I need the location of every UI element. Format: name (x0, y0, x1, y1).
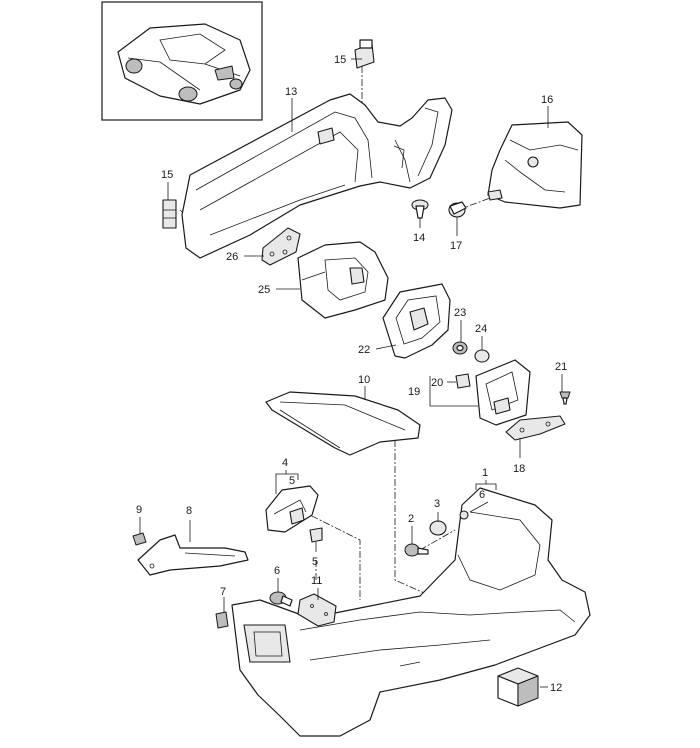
part-18-trim-strip (505, 415, 566, 441)
callout-15-upper: 15 (334, 54, 346, 66)
callout-21: 21 (555, 361, 567, 373)
vehicle-thumbnail (101, 1, 263, 121)
part-14-push-rivet (411, 199, 429, 219)
part-22-frame (382, 283, 451, 359)
part-8-bracket (137, 534, 249, 576)
callout-18: 18 (513, 463, 525, 475)
part-10-floor-panel (265, 391, 421, 456)
callout-1: 1 (482, 467, 488, 479)
part-6-screw (269, 591, 293, 607)
callout-5-lower: 5 (312, 556, 318, 568)
callout-labels: 15 13 16 15 14 17 26 25 23 24 22 21 10 2… (136, 54, 567, 694)
part-16-rear-trim (487, 121, 583, 209)
callout-2: 2 (408, 513, 414, 525)
callout-17: 17 (450, 240, 462, 252)
part-19-housing (475, 359, 531, 426)
callout-3: 3 (434, 498, 440, 510)
callout-8: 8 (186, 505, 192, 517)
part-7-clip (215, 611, 229, 629)
callout-9: 9 (136, 504, 142, 516)
callout-25: 25 (258, 284, 270, 296)
part-23-grommet (452, 341, 468, 355)
callout-10: 10 (358, 374, 370, 386)
part-25-mounting-block (297, 241, 389, 319)
part-11-plate (297, 593, 337, 627)
callout-12: 12 (550, 682, 562, 694)
convertible-car-icon (117, 23, 251, 105)
part-20-clip (455, 373, 471, 389)
part-24-cap (474, 349, 490, 363)
part-12-block (497, 667, 539, 707)
callout-20: 20 (431, 377, 443, 389)
part-1-main-trunk-liner (231, 487, 591, 737)
callout-23: 23 (454, 307, 466, 319)
callout-6-lower: 6 (274, 565, 280, 577)
callout-14: 14 (413, 232, 425, 244)
callout-19: 19 (408, 386, 420, 398)
callout-5-upper: 5 (289, 475, 295, 487)
part-2-screw (404, 543, 429, 557)
leader-lines (139, 58, 563, 688)
part-21-screw (559, 391, 571, 405)
callout-6-upper: 6 (479, 489, 485, 501)
part-5-clip (309, 527, 323, 543)
callout-24: 24 (475, 323, 487, 335)
part-15-upper-clip (354, 39, 375, 69)
part-4-bracket (265, 485, 319, 533)
callout-15-left: 15 (161, 169, 173, 181)
part-26-bracket-plate (261, 227, 301, 266)
callout-4: 4 (282, 457, 288, 469)
callout-26: 26 (226, 251, 238, 263)
part-17-screw (448, 201, 467, 218)
part-15-left-clip (162, 199, 177, 229)
callout-22: 22 (358, 344, 370, 356)
callout-16: 16 (541, 94, 553, 106)
callout-7: 7 (220, 586, 226, 598)
callout-13: 13 (285, 86, 297, 98)
part-9-nut (132, 532, 147, 546)
part-3-cap (429, 520, 447, 536)
part-13-trunk-side-liner (181, 93, 453, 259)
callout-11: 11 (311, 575, 322, 587)
